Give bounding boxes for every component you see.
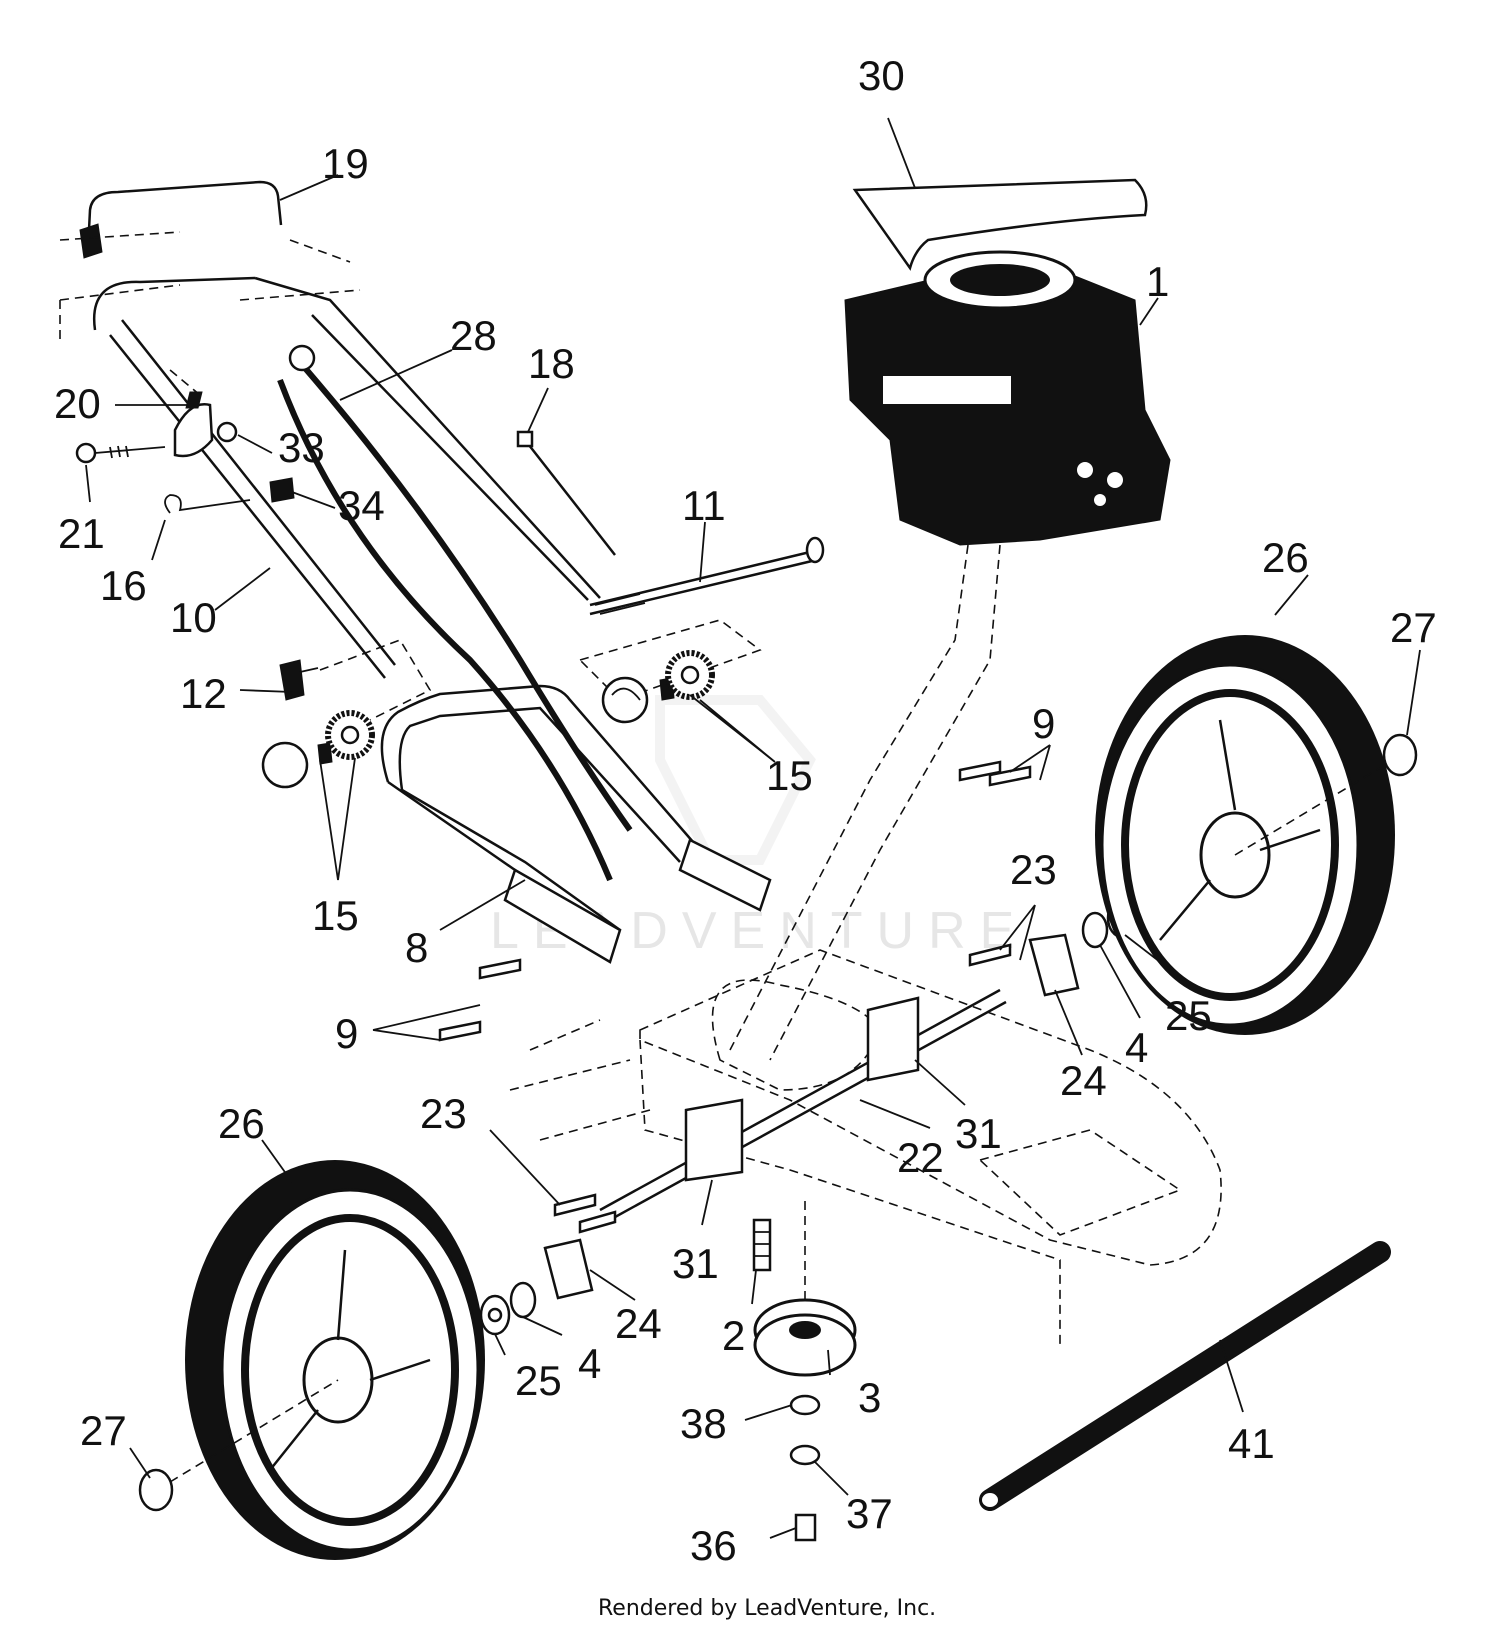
callout-15-left: 15	[312, 892, 359, 939]
hardware-cluster-left	[75, 391, 319, 701]
callout-24-left: 24	[615, 1300, 662, 1347]
lower-handle	[380, 684, 772, 964]
callout-27-right: 27	[1390, 604, 1437, 651]
callout-labels: 30 19 1 28 18 20 33 21 34 16 11 10 26 27…	[54, 52, 1437, 1569]
callout-18: 18	[528, 340, 575, 387]
callout-38: 38	[680, 1400, 727, 1447]
rod-18	[516, 430, 616, 556]
callout-26-left: 26	[218, 1100, 265, 1147]
callout-9-left: 9	[335, 1010, 358, 1057]
callout-26-right: 26	[1262, 534, 1309, 581]
callout-8: 8	[405, 924, 428, 971]
callout-3: 3	[858, 1374, 881, 1421]
callout-25-left: 25	[515, 1357, 562, 1404]
drive-cable	[277, 344, 633, 882]
leadventure-logo-icon	[655, 695, 816, 865]
callout-23-left: 23	[420, 1090, 467, 1137]
callout-41: 41	[1228, 1420, 1275, 1467]
control-bail	[59, 180, 351, 263]
handle-knobs-right	[601, 650, 715, 724]
callout-16: 16	[100, 562, 147, 609]
callout-4-left: 4	[578, 1340, 601, 1387]
wheel-left	[138, 1160, 485, 1560]
callout-2: 2	[722, 1312, 745, 1359]
engine-1	[844, 250, 1171, 546]
callout-12: 12	[180, 670, 227, 717]
leader-lines	[85, 117, 1421, 1539]
callout-1: 1	[1146, 258, 1169, 305]
tube-41	[979, 1241, 1391, 1511]
callout-31-left: 31	[672, 1240, 719, 1287]
callout-4-right: 4	[1125, 1024, 1148, 1071]
callout-24-right: 24	[1060, 1057, 1107, 1104]
handle-knobs-left	[261, 710, 375, 789]
callout-34: 34	[338, 482, 385, 529]
callout-20: 20	[54, 380, 101, 427]
callout-21: 21	[58, 510, 105, 557]
callout-23-right: 23	[1010, 846, 1057, 893]
callout-25-right: 25	[1165, 992, 1212, 1039]
wheel-right	[1095, 635, 1418, 1035]
callout-30: 30	[858, 52, 905, 99]
axle-22	[599, 988, 1007, 1224]
callout-28: 28	[450, 312, 497, 359]
callout-36: 36	[690, 1522, 737, 1569]
callout-37: 37	[846, 1490, 893, 1537]
pulley-assembly	[752, 1200, 857, 1542]
callout-10: 10	[170, 594, 217, 641]
callout-19: 19	[322, 140, 369, 187]
mower-deck	[509, 949, 1222, 1345]
callout-11: 11	[682, 482, 726, 529]
callout-31-right: 31	[955, 1110, 1002, 1157]
callout-33: 33	[278, 424, 325, 471]
bolts-9	[438, 760, 1032, 1042]
footer-credit: Rendered by LeadVenture, Inc.	[598, 1596, 936, 1621]
deflector-30	[852, 178, 1148, 271]
left-axle-hardware	[479, 1193, 617, 1336]
engine-mount-guides	[729, 544, 1001, 1061]
carriage-bolt-11	[589, 536, 825, 616]
callout-27-left: 27	[80, 1407, 127, 1454]
callout-15-right: 15	[766, 752, 813, 799]
callout-22: 22	[897, 1134, 944, 1181]
callout-9-right: 9	[1032, 700, 1055, 747]
